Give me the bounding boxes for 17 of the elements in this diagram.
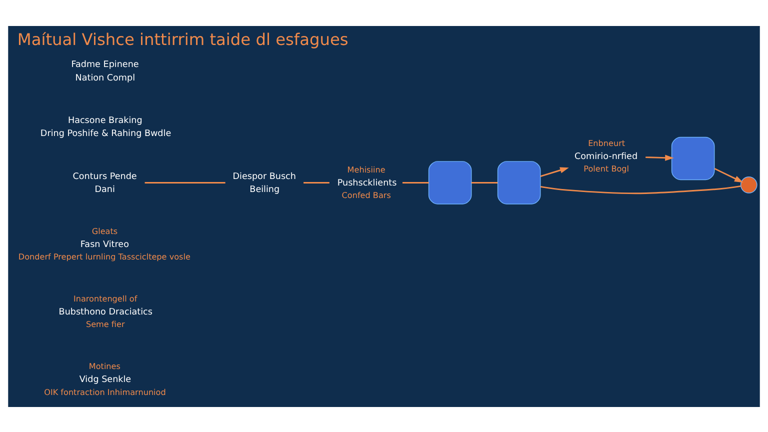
node-text: Diespor Busch Beiling <box>232 171 296 194</box>
diagram-title: Maítual Vishce inttirrim taide dl esfagues <box>17 29 348 48</box>
node-text: Hacsone Braking Dring Poshife & Rahing Bwdle <box>40 115 172 139</box>
connector <box>471 182 498 183</box>
connector <box>144 182 226 183</box>
node-box <box>671 136 715 180</box>
connector <box>540 184 741 194</box>
node-circle <box>740 176 758 193</box>
node-text: Fadme Epinene Nation Compl <box>71 60 139 83</box>
arrow <box>646 154 674 160</box>
connector <box>304 182 330 183</box>
node-box <box>428 160 472 204</box>
arrow <box>714 167 744 182</box>
node-text: Conturs Pende Dani <box>72 171 137 194</box>
node-box <box>497 160 541 204</box>
arrow <box>540 166 569 177</box>
connector <box>402 182 429 183</box>
